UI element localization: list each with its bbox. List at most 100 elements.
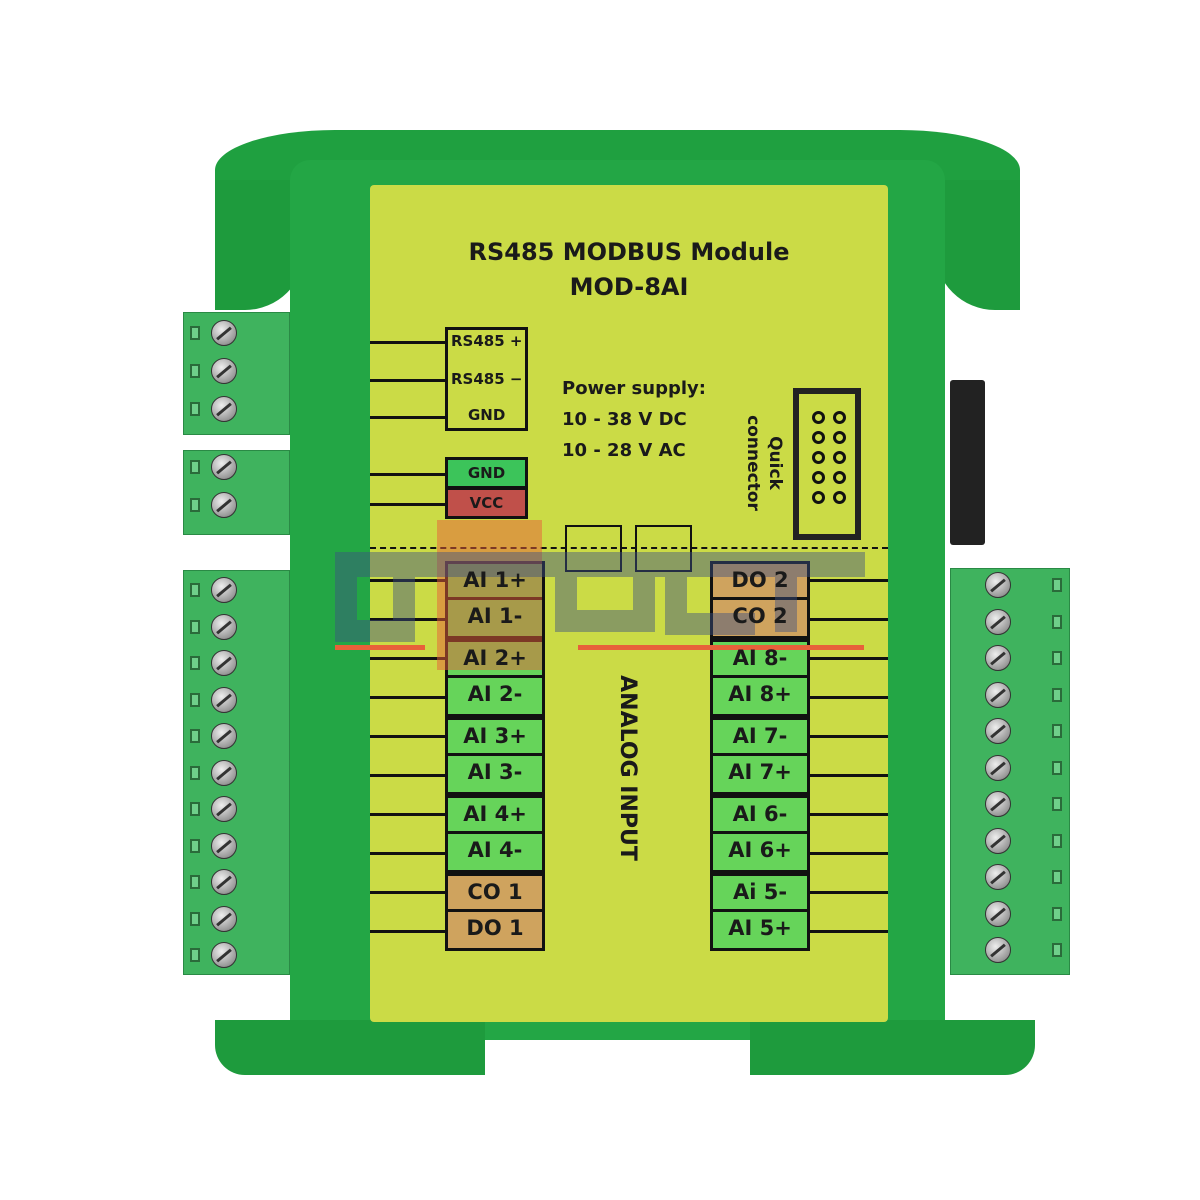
lead-line: [370, 735, 445, 738]
terminal-socket: [190, 656, 200, 670]
terminal-pin-box: AI 8+: [710, 678, 810, 717]
screw-icon[interactable]: [985, 572, 1011, 598]
terminal-pin-box: DO 1: [445, 912, 545, 951]
terminal-socket: [1052, 906, 1062, 921]
terminal-socket: [190, 402, 200, 416]
terminal-pin-box: DO 2: [710, 561, 810, 600]
terminal-pin-box: AI 1+: [445, 561, 545, 600]
terminal-pin-box: Ai 5-: [710, 873, 810, 912]
terminal-socket: [1052, 578, 1062, 592]
lead-line: [810, 930, 888, 933]
terminal-socket: [190, 729, 200, 743]
quick-connector-socket: [950, 380, 985, 545]
terminal-socket: [1052, 760, 1062, 775]
terminal-socket: [190, 619, 200, 634]
housing-right-shoulder: [935, 180, 1020, 310]
terminal-pin-label: AI 7+: [728, 760, 792, 784]
screw-icon[interactable]: [985, 827, 1011, 854]
terminal-pin-label: AI 1+: [463, 568, 527, 592]
connector-pin: [812, 451, 825, 464]
screw-icon[interactable]: [211, 492, 237, 518]
terminal-socket: [190, 948, 200, 962]
terminal-pin-label: AI 5+: [728, 916, 792, 940]
terminal-socket: [1052, 651, 1062, 665]
lead-line: [370, 930, 445, 933]
terminal-pin-box: AI 4-: [445, 834, 545, 873]
terminal-pin-box: AI 7+: [710, 756, 810, 795]
lead-line: [370, 813, 445, 816]
module-title: RS485 MODBUS Module: [468, 238, 790, 266]
screw-icon[interactable]: [211, 905, 237, 932]
terminal-socket: [190, 498, 200, 512]
screw-icon[interactable]: [211, 320, 237, 346]
lead-line: [370, 503, 445, 506]
lead-line: [810, 618, 888, 621]
screw-icon[interactable]: [211, 577, 237, 603]
screw-icon[interactable]: [985, 864, 1011, 890]
lead-line: [370, 379, 445, 382]
terminal-pin-label: DO 2: [731, 568, 789, 592]
terminal-pin-label: AI 7-: [732, 724, 788, 748]
terminal-socket: [190, 765, 200, 780]
terminal-socket: [1052, 833, 1062, 848]
lead-line: [370, 774, 445, 777]
screw-icon[interactable]: [985, 718, 1011, 744]
power-gnd-pin: GND: [445, 457, 528, 489]
terminal-pin-label: Ai 5-: [732, 880, 788, 904]
terminal-pin-label: AI 3+: [463, 724, 527, 748]
screw-icon[interactable]: [985, 681, 1011, 708]
terminal-pin-box: AI 3+: [445, 717, 545, 756]
screw-icon[interactable]: [985, 791, 1011, 817]
screw-icon[interactable]: [211, 686, 237, 713]
connector-pin: [833, 411, 846, 424]
terminal-socket: [190, 364, 200, 378]
power-vcc-pin: VCC: [445, 487, 528, 519]
terminal-pin-box: AI 8-: [710, 639, 810, 678]
rs485-plus-label: RS485 +: [451, 332, 523, 350]
screw-icon[interactable]: [211, 396, 237, 422]
screw-icon[interactable]: [211, 796, 237, 822]
power-ac-range: 10 - 28 V AC: [562, 440, 686, 461]
lead-line: [370, 579, 445, 582]
connector-pin: [833, 431, 846, 444]
screw-icon[interactable]: [985, 754, 1011, 781]
screw-icon[interactable]: [211, 454, 237, 480]
terminal-pin-label: AI 6-: [732, 802, 788, 826]
terminal-pin-label: AI 8-: [732, 646, 788, 670]
rs485-minus-label: RS485 −: [451, 370, 523, 388]
screw-icon[interactable]: [985, 608, 1011, 635]
screw-icon[interactable]: [211, 723, 237, 749]
screw-icon[interactable]: [211, 358, 237, 384]
lead-line: [810, 696, 888, 699]
screw-icon[interactable]: [985, 900, 1011, 927]
terminal-socket: [1052, 797, 1062, 811]
din-foot-right: [750, 1020, 1035, 1075]
screw-icon[interactable]: [985, 937, 1011, 963]
terminal-socket: [1052, 870, 1062, 884]
rs485-gnd-label: GND: [468, 406, 506, 424]
connector-pin: [833, 451, 846, 464]
screw-icon[interactable]: [211, 650, 237, 676]
screw-icon[interactable]: [211, 613, 237, 640]
connector-pin: [812, 411, 825, 424]
terminal-pin-box: CO 1: [445, 873, 545, 912]
terminal-pin-label: AI 8+: [728, 682, 792, 706]
terminal-socket: [190, 838, 200, 853]
terminal-pin-box: AI 6+: [710, 834, 810, 873]
terminal-pin-box: AI 3-: [445, 756, 545, 795]
connector-pin: [833, 471, 846, 484]
power-supply-heading: Power supply:: [562, 378, 706, 399]
terminal-pin-box: AI 2+: [445, 639, 545, 678]
screw-icon[interactable]: [211, 759, 237, 786]
lead-line: [370, 416, 445, 419]
screw-icon[interactable]: [211, 869, 237, 895]
terminal-socket: [190, 326, 200, 340]
screw-icon[interactable]: [985, 645, 1011, 671]
terminal-pin-label: CO 2: [732, 604, 788, 628]
screw-icon[interactable]: [211, 942, 237, 968]
lead-line: [370, 657, 445, 660]
connector-pin: [833, 491, 846, 504]
screw-icon[interactable]: [211, 832, 237, 859]
terminal-pin-label: AI 6+: [728, 838, 792, 862]
terminal-socket: [190, 460, 200, 474]
